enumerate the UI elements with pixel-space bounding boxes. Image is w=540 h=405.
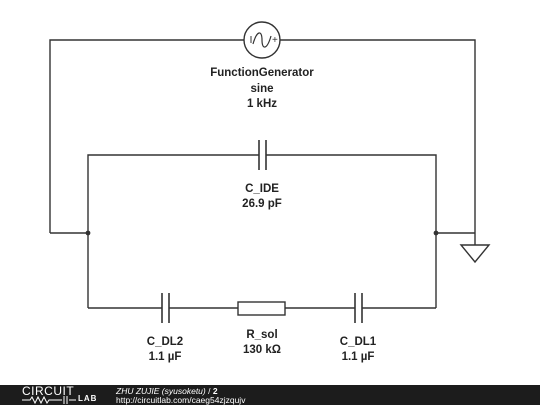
junction-right — [433, 230, 439, 236]
author-name[interactable]: ZHU ZUJIE (syusoketu) — [116, 386, 206, 396]
generator-name-label: FunctionGenerator — [210, 67, 314, 79]
r-sol-name-label: R_sol — [246, 329, 277, 341]
wire-top-left — [49, 39, 244, 233]
capacitor-c-dl1 — [354, 293, 363, 323]
c-dl1-value-label: 1.1 µF — [342, 351, 375, 363]
c-ide-value-label: 26.9 pF — [242, 198, 282, 210]
c-dl2-name-label: C_DL2 — [147, 336, 183, 348]
junction-left — [85, 230, 91, 236]
c-dl2-value-label: 1.1 µF — [149, 351, 182, 363]
generator-frequency-label: 1 kHz — [247, 98, 277, 110]
c-dl1-name-label: C_DL1 — [340, 336, 377, 348]
function-generator-symbol: + — [243, 21, 281, 59]
circuit-url-link[interactable]: http://circuitlab.com/caeg54zjzqujv — [116, 395, 246, 405]
svg-text:+: + — [272, 35, 278, 46]
revision-number: 2 — [212, 386, 218, 396]
logo-waveform-icon — [22, 395, 76, 405]
revision-separator: / — [208, 386, 211, 396]
wire-cide-right — [266, 154, 437, 308]
r-sol-value-label: 130 kΩ — [243, 344, 281, 356]
circuit-schematic: + FunctionGenerator sine 1 kHz C_IDE 26.… — [49, 21, 491, 363]
capacitor-c-ide — [258, 140, 267, 170]
logo-text-lab: LAB — [78, 394, 98, 403]
wires — [49, 39, 476, 309]
circuitlab-logo[interactable]: CIRCUIT LAB — [22, 384, 107, 405]
generator-waveform-label: sine — [250, 83, 273, 95]
capacitor-c-dl2 — [161, 293, 170, 323]
ground-icon — [459, 244, 491, 264]
wire-top-right — [280, 39, 476, 245]
author-line: ZHU ZUJIE (syusoketu) / 2 — [116, 386, 218, 396]
logo-text-circuit: CIRCUIT — [22, 384, 75, 398]
c-ide-name-label: C_IDE — [245, 183, 279, 195]
wire-cide-left — [87, 154, 259, 308]
footer-bar: CIRCUIT LAB ZHU ZUJIE (syusoketu) / 2 ht… — [0, 384, 540, 405]
resistor-r-sol — [237, 301, 286, 316]
